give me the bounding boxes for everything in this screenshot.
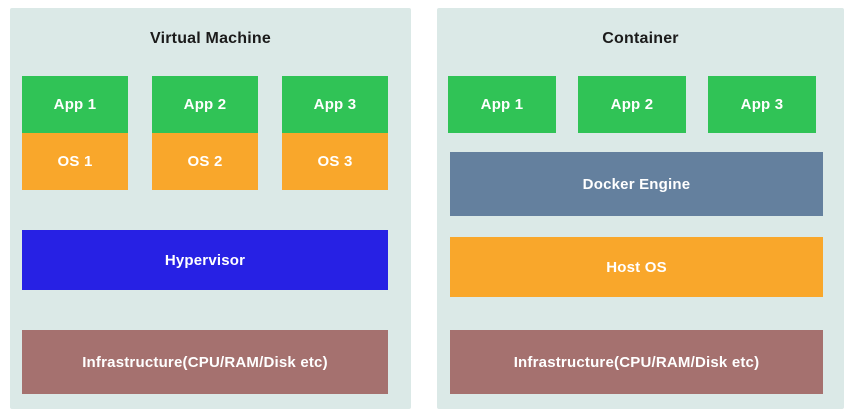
virtual-machine-title: Virtual Machine (150, 30, 271, 47)
vm-os2-block: OS 2 (152, 133, 258, 190)
container-title: Container (602, 30, 679, 47)
vm-infrastructure-block: Infrastructure(CPU/RAM/Disk etc) (22, 330, 388, 394)
vm-os3-block: OS 3 (282, 133, 388, 190)
container-infrastructure-block: Infrastructure(CPU/RAM/Disk etc) (450, 330, 823, 394)
vm-app1-block: App 1 (22, 76, 128, 133)
vm-app3-block: App 3 (282, 76, 388, 133)
container-app2-block: App 2 (578, 76, 686, 133)
vm-os1-block: OS 1 (22, 133, 128, 190)
host-os-block: Host OS (450, 237, 823, 297)
virtual-machine-panel: Virtual Machine App 1 App 2 App 3 OS 1 O… (10, 8, 411, 409)
docker-engine-block: Docker Engine (450, 152, 823, 216)
hypervisor-block: Hypervisor (22, 230, 388, 290)
container-app3-block: App 3 (708, 76, 816, 133)
container-panel: Container App 1 App 2 App 3 Docker Engin… (437, 8, 844, 409)
vm-app2-block: App 2 (152, 76, 258, 133)
container-app1-block: App 1 (448, 76, 556, 133)
